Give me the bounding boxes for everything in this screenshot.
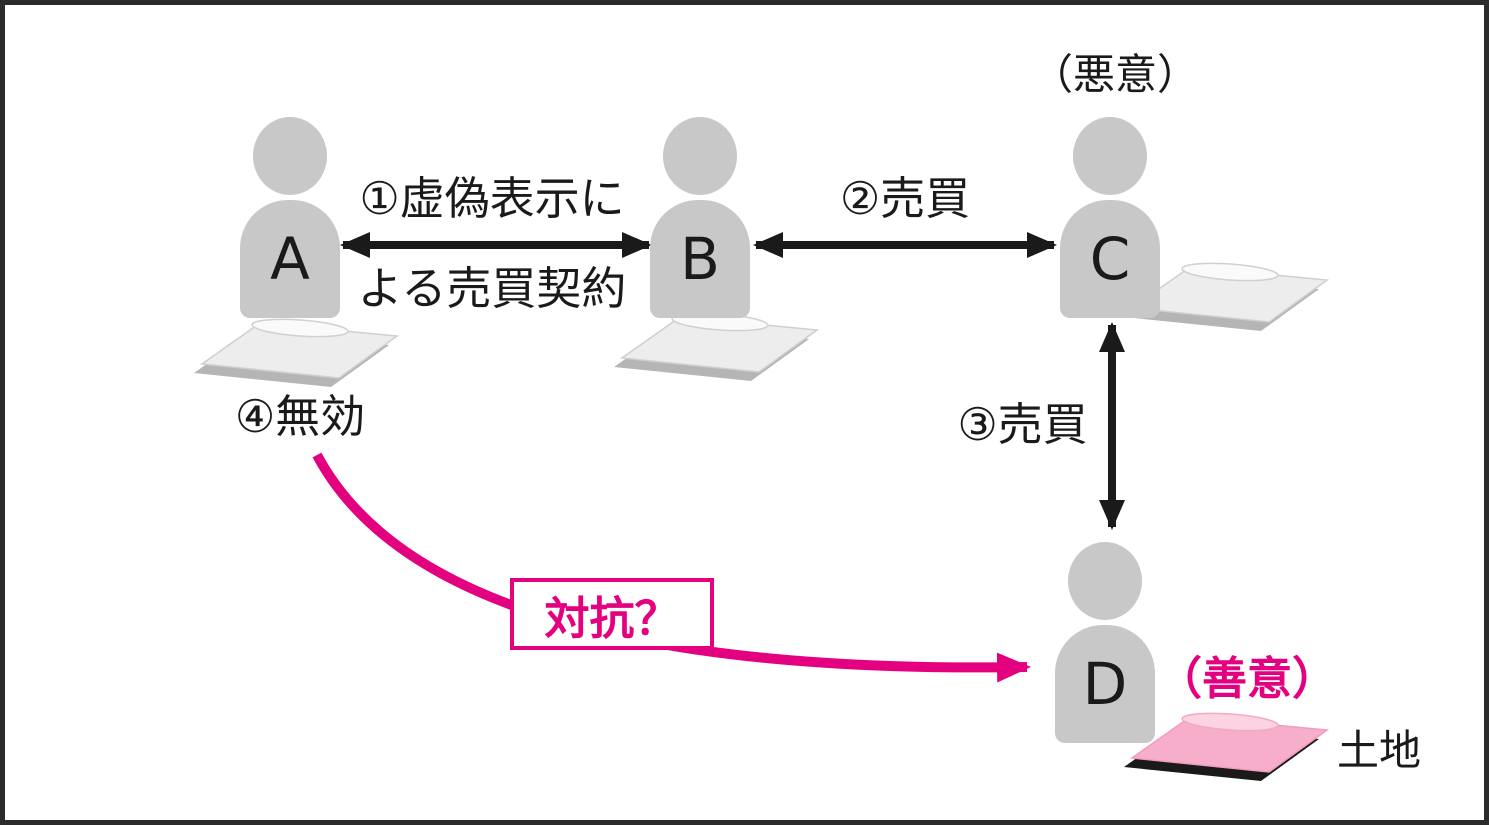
person-b-body-icon: B xyxy=(650,200,750,318)
relation-ab-label-line2: よる売買契約 xyxy=(357,262,627,315)
person-d-annotation: （善意） xyxy=(1157,652,1338,705)
person-d-body-icon: D xyxy=(1055,625,1155,743)
land-label: 土地 xyxy=(1337,726,1422,775)
land-parcel-a xyxy=(194,318,400,387)
opposition-label: 対抗？ xyxy=(544,591,680,645)
relation-ab-label-line1: ①虚偽表示に xyxy=(359,172,625,225)
land-parcel-d xyxy=(1124,712,1330,781)
person-c-head-icon xyxy=(1073,117,1147,195)
person-d-label: D xyxy=(1082,650,1128,718)
opposition-label-box: 対抗？ xyxy=(510,578,714,650)
diagram-graphics xyxy=(194,232,1330,781)
land-parcel-c xyxy=(1124,262,1330,331)
person-b-head-icon xyxy=(663,117,737,195)
person-d: D xyxy=(1055,542,1155,743)
person-a-body-icon: A xyxy=(240,200,340,318)
land-d-roll xyxy=(1181,712,1279,732)
land-c-roll xyxy=(1181,262,1279,282)
person-d-head-icon xyxy=(1068,542,1142,620)
person-a: A xyxy=(240,117,340,318)
land-a-top xyxy=(199,322,400,379)
land-b-top xyxy=(619,316,820,373)
person-b-label: B xyxy=(680,225,720,293)
person-c-label: C xyxy=(1089,225,1131,293)
relation-cd-label: ③売買 xyxy=(957,398,1088,451)
land-d-top xyxy=(1129,716,1330,773)
person-c: C xyxy=(1060,117,1160,318)
person-a-label: A xyxy=(270,225,310,293)
land-parcel-b xyxy=(614,312,820,381)
person-a-head-icon xyxy=(253,117,327,195)
person-c-body-icon: C xyxy=(1060,200,1160,318)
person-b: B xyxy=(650,117,750,318)
relation-bc-label: ②売買 xyxy=(839,172,971,225)
person-c-annotation: （悪意） xyxy=(1030,50,1199,99)
land-a-roll xyxy=(251,318,349,338)
invalid-label: ④無効 xyxy=(234,390,366,443)
